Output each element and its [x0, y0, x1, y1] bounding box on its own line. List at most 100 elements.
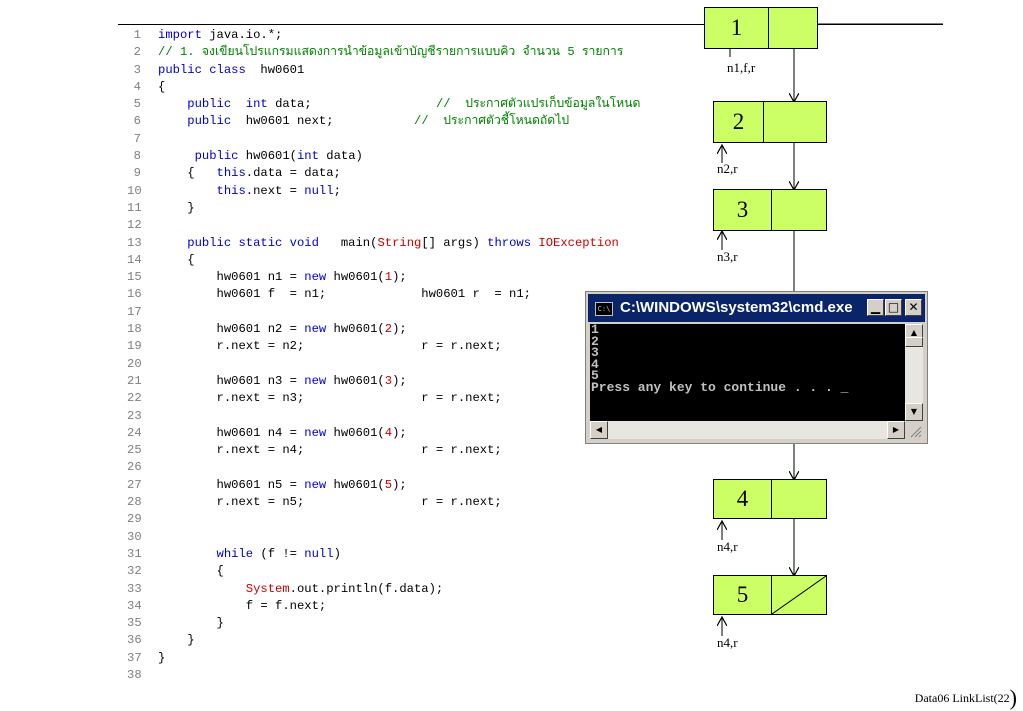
- vertical-scrollbar[interactable]: ▲ ▼: [905, 324, 923, 421]
- code-token: 3: [384, 373, 393, 388]
- code-token: {: [158, 564, 224, 579]
- code-token: data;: [267, 97, 436, 112]
- code-token: r.next = n5; r = r.next;: [158, 495, 502, 510]
- console-title-bar[interactable]: C:\ C:\WINDOWS\system32\cmd.exe ▁ □ ✕: [588, 294, 925, 322]
- null-pointer-icon: [772, 576, 826, 614]
- code-token: ): [333, 546, 341, 561]
- line-number: 1: [133, 28, 141, 42]
- code-token: [231, 97, 246, 111]
- code-token: hw0601 n1 =: [158, 270, 305, 285]
- close-button[interactable]: ✕: [905, 299, 922, 316]
- code-token: }: [158, 633, 195, 648]
- code-token: // ประกาศตัวชี้โหนดถัดไป: [414, 114, 570, 129]
- code-line: 35 }: [127, 615, 687, 632]
- code-line: 31 while (f != null): [127, 546, 687, 563]
- code-line: 38: [127, 667, 687, 684]
- maximize-button[interactable]: □: [885, 299, 902, 316]
- line-number: 30: [127, 529, 142, 544]
- code-token: );: [392, 270, 407, 285]
- code-token: [158, 184, 217, 198]
- node-reference-label: n4,r: [717, 635, 738, 650]
- code-token: new: [304, 373, 327, 388]
- line-number: 35: [127, 616, 142, 631]
- code-token: public class: [158, 62, 246, 77]
- code-token: [158, 114, 187, 128]
- console-window[interactable]: C:\ C:\WINDOWS\system32\cmd.exe ▁ □ ✕ 1 …: [585, 291, 928, 444]
- code-token: [158, 97, 187, 111]
- scroll-down-icon[interactable]: ▼: [905, 403, 923, 421]
- code-line: 27 hw0601 n5 = new hw0601(5);: [127, 477, 687, 494]
- resize-grip-icon[interactable]: [907, 423, 923, 439]
- code-line: 21 hw0601 n3 = new hw0601(3);: [127, 373, 687, 390]
- code-line: 34 f = f.next;: [127, 598, 687, 615]
- code-token: }: [158, 616, 224, 631]
- code-line: 6 public hw0601 next; // ประกาศตัวชี้โหน…: [127, 113, 687, 130]
- code-token: ;: [333, 183, 341, 198]
- line-number: 26: [127, 460, 142, 475]
- line-number: 20: [127, 356, 142, 371]
- code-line: 17: [127, 304, 687, 321]
- horizontal-scrollbar[interactable]: ◀ ▶: [590, 421, 905, 439]
- code-token: (f !=: [253, 546, 305, 561]
- line-number: 14: [127, 252, 142, 267]
- code-token: null: [304, 183, 334, 198]
- code-token: .out.println(f.data);: [289, 581, 444, 596]
- line-number: 17: [127, 304, 142, 319]
- code-token: 2: [384, 322, 393, 337]
- code-token: hw0601(: [326, 322, 385, 337]
- code-line: 26: [127, 459, 687, 476]
- code-token: [158, 236, 187, 250]
- code-line: 18 hw0601 n2 = new hw0601(2);: [127, 321, 687, 338]
- node-value: 4: [714, 480, 772, 518]
- code-line: 22 r.next = n3; r = r.next;: [127, 390, 687, 407]
- code-token: }: [158, 200, 195, 215]
- code-token: hw0601 f = n1; hw0601 r = n1;: [158, 287, 532, 302]
- code-line: 2// 1. จงเขียนโปรแกรมแสดงการนำข้อมูลเข้า…: [127, 44, 687, 61]
- code-line: 23: [127, 408, 687, 425]
- code-token: java.io.*;: [201, 28, 283, 42]
- line-number: 2: [133, 45, 141, 60]
- line-number: 6: [133, 114, 141, 129]
- code-token: this: [216, 166, 246, 181]
- code-line: 28 r.next = n5; r = r.next;: [127, 494, 687, 511]
- scroll-thumb[interactable]: [905, 337, 923, 347]
- code-token: );: [392, 425, 407, 440]
- code-token: .data = data;: [245, 166, 341, 181]
- code-token: [158, 149, 195, 163]
- code-line: 12: [127, 217, 687, 234]
- scroll-right-icon[interactable]: ▶: [887, 421, 905, 439]
- node-value: 5: [714, 576, 772, 614]
- code-line: 20: [127, 356, 687, 373]
- list-node: 3: [713, 189, 827, 231]
- console-output[interactable]: 1 2 3 4 5 Press any key to continue . . …: [590, 324, 905, 421]
- line-number: 36: [127, 633, 142, 648]
- code-line: 24 hw0601 n4 = new hw0601(4);: [127, 425, 687, 442]
- line-number: 23: [127, 408, 142, 423]
- code-line: 25 r.next = n4; r = r.next;: [127, 442, 687, 459]
- code-token: hw0601 next;: [231, 114, 414, 129]
- line-number: 31: [127, 546, 142, 561]
- footer-text: Data06 LinkList(22: [914, 691, 1010, 705]
- code-token: [158, 582, 246, 596]
- line-number: 13: [127, 235, 142, 250]
- line-number: 8: [133, 149, 141, 164]
- line-number: 38: [127, 667, 142, 682]
- line-number: 3: [133, 62, 141, 77]
- node-value: 3: [714, 190, 772, 230]
- line-number: 28: [127, 495, 142, 510]
- node-reference-label: n1,f,r: [727, 60, 756, 75]
- code-line: 33 System.out.println(f.data);: [127, 581, 687, 598]
- code-token: [] args): [421, 235, 488, 250]
- minimize-button[interactable]: ▁: [867, 299, 884, 316]
- console-app-icon: C:\: [595, 302, 613, 316]
- list-node: 1: [704, 7, 818, 49]
- line-number: 19: [127, 339, 142, 354]
- code-line: 16 hw0601 f = n1; hw0601 r = n1;: [127, 286, 687, 303]
- code-token: IOException: [538, 235, 619, 250]
- node-reference-label: n2,r: [717, 161, 738, 176]
- scroll-left-icon[interactable]: ◀: [590, 421, 608, 439]
- line-number: 9: [133, 166, 141, 181]
- code-token: public static void: [187, 235, 319, 250]
